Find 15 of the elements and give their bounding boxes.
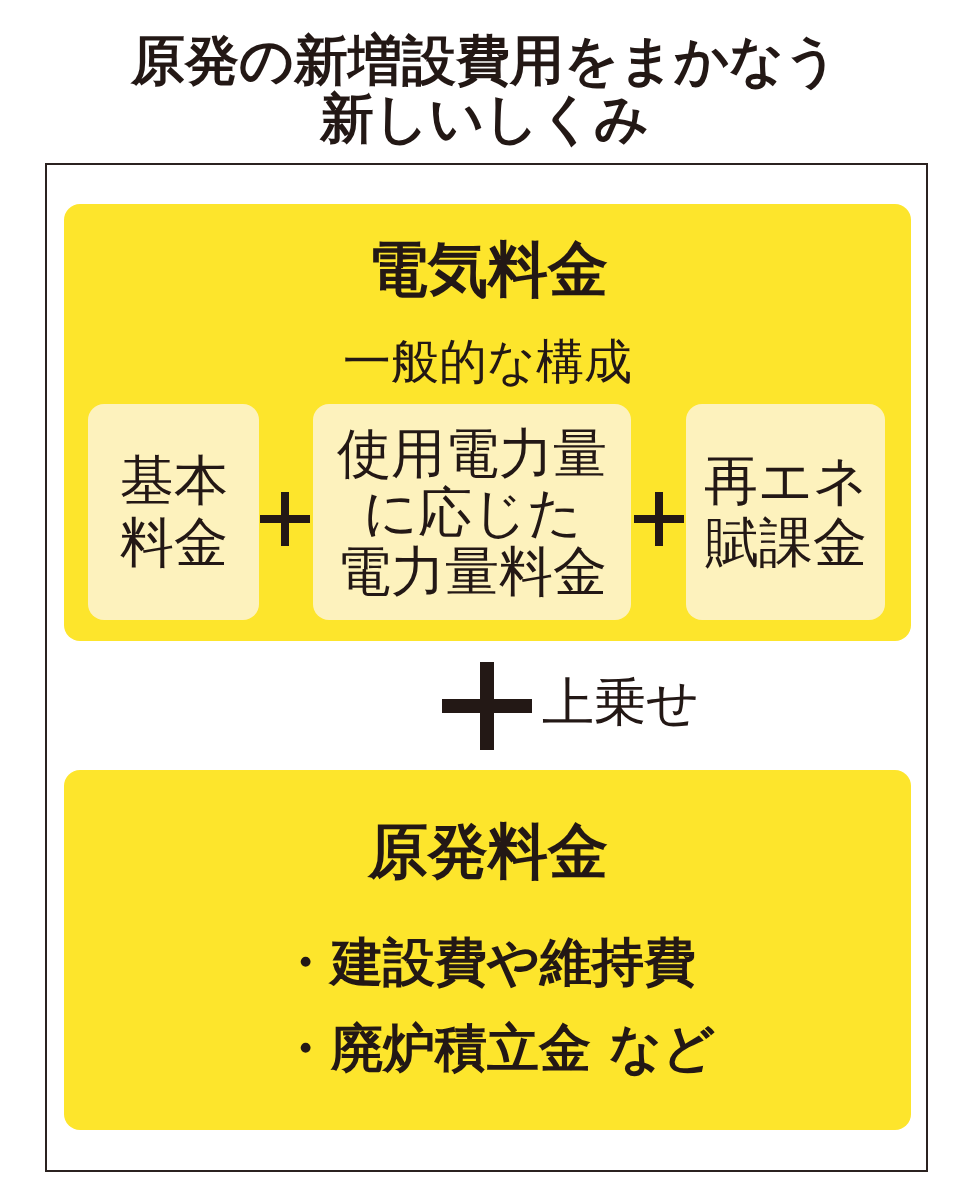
item-label: 使用電力量に応じた電力量料金 — [337, 423, 607, 601]
item-card — [313, 404, 631, 620]
item-label: 基本料金 — [119, 450, 228, 574]
panel-subheading: 一般的な構成 — [342, 334, 633, 388]
panel-heading: 原発料金 — [366, 818, 609, 884]
item-card — [686, 404, 885, 620]
annotation-label: 上乗せ — [542, 672, 699, 732]
panel — [64, 204, 911, 641]
bullet-item: ・建設費や維持費 — [279, 932, 696, 992]
diagram-title: 原発の新増設費用をまかなう新しいしくみ — [129, 32, 840, 148]
panel — [64, 770, 911, 1130]
panel-heading: 電気料金 — [366, 236, 609, 302]
item-card — [88, 404, 259, 620]
bullet-item: ・廃炉積立金 など — [279, 1018, 716, 1078]
item-label: 再エネ賦課金 — [703, 450, 868, 574]
